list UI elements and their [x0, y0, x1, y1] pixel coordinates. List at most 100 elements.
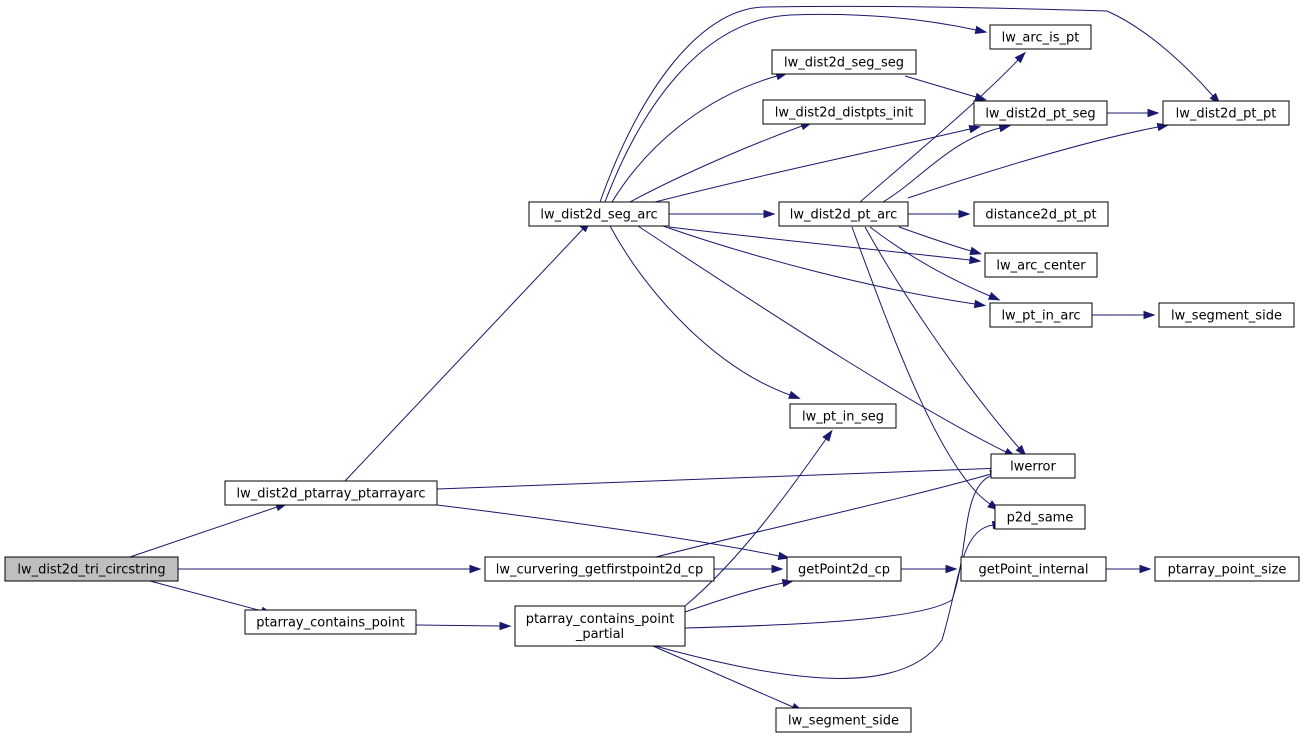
node-segment-side-right[interactable]: lw_segment_side [1158, 302, 1295, 328]
edge-arrowhead [763, 209, 776, 219]
node-getfirstpoint[interactable]: lw_curvering_getfirstpoint2d_cp [484, 556, 715, 582]
node-box[interactable] [771, 49, 917, 75]
edge-line [629, 125, 803, 203]
node-ptarray-ptarrayarc[interactable]: lw_dist2d_ptarray_ptarrayarc [224, 480, 438, 506]
edge-pt_arc-to-pt_seg [882, 124, 1012, 203]
node-box[interactable] [960, 556, 1107, 582]
edge-arrowhead [1015, 444, 1027, 457]
node-point-size[interactable]: ptarray_point_size [1154, 556, 1300, 582]
node-getPoint-internal[interactable]: getPoint_internal [960, 556, 1107, 582]
edge-getfirstpoint-to-lwerror [655, 470, 1003, 558]
edge-line [684, 473, 998, 629]
edge-getPoint2d_cp-to-getPoint_internal [901, 564, 958, 574]
node-box[interactable] [4, 556, 179, 582]
edge-line [436, 504, 780, 557]
node-label: lw_segment_side [1171, 309, 1282, 324]
node-label: lw_dist2d_seg_arc [540, 208, 657, 223]
edge-arrowhead [469, 564, 482, 574]
node-label: lw_dist2d_seg_seg [784, 56, 904, 71]
edge-line [604, 13, 977, 203]
node-box[interactable] [789, 403, 897, 429]
edge-arrowhead [968, 125, 982, 134]
edge-line [652, 645, 794, 708]
node-box[interactable] [762, 99, 926, 125]
node-label: ptarray_contains_point [526, 612, 675, 627]
node-label: ptarray_point_size [1168, 563, 1287, 578]
node-label: lw_arc_center [996, 259, 1086, 274]
node-box[interactable] [1162, 100, 1290, 126]
edge-line [129, 506, 278, 558]
node-box[interactable] [989, 24, 1092, 50]
node-box[interactable] [973, 201, 1109, 227]
node-box[interactable] [528, 201, 670, 227]
node-arc-center[interactable]: lw_arc_center [984, 252, 1098, 278]
edge-arrowhead [822, 429, 833, 442]
edge-tri_circstring-to-contains_point [149, 580, 274, 615]
edge-arrowhead [969, 246, 983, 255]
node-distance2d[interactable]: distance2d_pt_pt [973, 201, 1109, 227]
node-box[interactable] [994, 504, 1086, 530]
node-pt-arc[interactable]: lw_dist2d_pt_arc [778, 201, 909, 227]
edge-line [611, 75, 778, 203]
edge-line [654, 128, 971, 203]
node-tri-circstring[interactable]: lw_dist2d_tri_circstring [4, 556, 179, 582]
edge-arrowhead [1139, 564, 1152, 574]
node-contains-point[interactable]: ptarray_contains_point [244, 609, 417, 635]
node-lwerror[interactable]: lwerror [990, 453, 1076, 479]
edge-line [864, 226, 1020, 449]
edge-pt_arc-to-arc_is_pt [859, 51, 1026, 203]
node-box[interactable] [224, 480, 438, 506]
edge-arrowhead [1147, 108, 1160, 118]
node-box[interactable] [244, 609, 417, 635]
edge-line [599, 5, 1214, 203]
edge-pt_arc-to-distance2d [908, 209, 971, 219]
edge-line [882, 127, 1001, 203]
edge-line [898, 226, 972, 252]
node-pt-pt[interactable]: lw_dist2d_pt_pt [1162, 100, 1290, 126]
node-box[interactable] [1154, 556, 1300, 582]
node-label: lw_segment_side [788, 714, 899, 729]
node-box[interactable] [973, 100, 1108, 126]
node-label: ptarray_contains_point [256, 616, 405, 631]
node-seg-arc[interactable]: lw_dist2d_seg_arc [528, 201, 670, 227]
edge-seg_arc-to-pt_seg [654, 125, 982, 203]
node-pt-seg[interactable]: lw_dist2d_pt_seg [973, 100, 1108, 126]
node-box[interactable] [786, 556, 902, 582]
edge-ptarray_ptarrayarc-to-lwerror [436, 463, 1015, 490]
node-arc-is-pt[interactable]: lw_arc_is_pt [989, 24, 1092, 50]
node-distpts-init[interactable]: lw_dist2d_distpts_init [762, 99, 926, 125]
node-pt-in-seg[interactable]: lw_pt_in_seg [789, 403, 897, 429]
edge-getPoint_internal-to-point_size [1106, 564, 1152, 574]
edge-contains_partial-to-p2d_same [654, 520, 1005, 679]
node-pt-in-arc[interactable]: lw_pt_in_arc [989, 302, 1093, 328]
node-segment-side-bottom[interactable]: lw_segment_side [775, 707, 912, 733]
node-label: lw_pt_in_arc [1001, 309, 1080, 324]
edge-line [436, 467, 1004, 490]
edge-line [654, 524, 994, 679]
edge-contains_partial-to-pt_in_seg [684, 429, 833, 607]
edge-line [344, 228, 584, 482]
edge-line [668, 226, 971, 261]
edge-pt_in_arc-to-segment_side_right [1092, 310, 1156, 320]
edge-line [415, 624, 501, 627]
node-getPoint2d-cp[interactable]: getPoint2d_cp [786, 556, 902, 582]
node-box[interactable] [775, 707, 912, 733]
edge-ptarray_ptarrayarc-to-getPoint2d_cp [436, 504, 791, 560]
node-seg-seg[interactable]: lw_dist2d_seg_seg [771, 49, 917, 75]
node-box[interactable] [989, 302, 1093, 328]
node-box[interactable] [484, 556, 715, 582]
node-label: lw_pt_in_seg [802, 410, 884, 425]
node-box[interactable] [514, 605, 686, 647]
edge-seg_arc-to-arc_center [668, 226, 982, 265]
node-box[interactable] [778, 201, 909, 227]
edge-seg_arc-to-pt_in_arc [662, 225, 987, 309]
node-contains-partial[interactable]: ptarray_contains_point_partial [514, 605, 686, 647]
edge-arrowhead [499, 621, 512, 631]
node-box[interactable] [1158, 302, 1295, 328]
node-p2d-same[interactable]: p2d_same [994, 504, 1086, 530]
edge-tri_circstring-to-getfirstpoint [178, 564, 482, 574]
node-box[interactable] [990, 453, 1076, 479]
node-box[interactable] [984, 252, 1098, 278]
node-label: lwerror [1010, 460, 1056, 475]
edge-arrowhead [777, 551, 791, 560]
